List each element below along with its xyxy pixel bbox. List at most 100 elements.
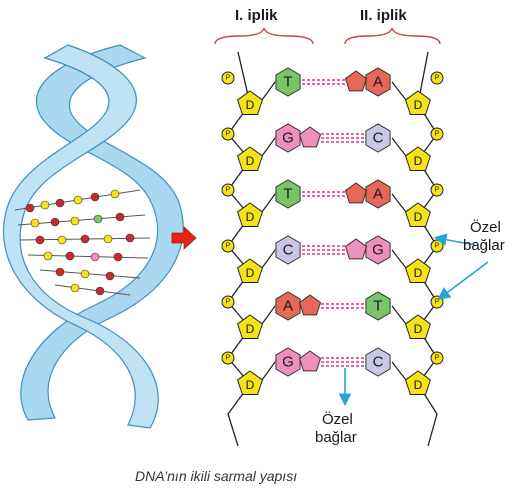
base-right-5-label: C bbox=[373, 354, 384, 371]
sugar-left-4 bbox=[237, 314, 263, 339]
phosphate-left-4 bbox=[221, 295, 235, 309]
base-left-3-ring bbox=[275, 235, 301, 265]
link-right-2 bbox=[391, 193, 407, 213]
double-helix-illustration bbox=[3, 44, 184, 429]
annotation-bottom-line2: bağlar bbox=[315, 429, 357, 446]
base-left-1-label: G bbox=[282, 130, 294, 147]
base-left-4-ring5 bbox=[298, 294, 322, 316]
base-left-0-label: T bbox=[283, 74, 292, 91]
phosphate-right-label-1: P bbox=[435, 131, 440, 138]
phosphate-left-3 bbox=[221, 239, 235, 253]
phosphate-right-0 bbox=[430, 71, 444, 85]
link-right-1 bbox=[391, 137, 407, 157]
sugar-right-label-4: D bbox=[414, 322, 423, 336]
brace-left bbox=[214, 27, 314, 45]
sugar-right-4 bbox=[405, 314, 431, 339]
base-right-0-ring5 bbox=[344, 70, 368, 92]
phosphate-left-2 bbox=[221, 183, 235, 197]
base-right-3-ring6 bbox=[365, 235, 391, 265]
base-left-2-ring bbox=[275, 179, 301, 209]
sugar-right-5 bbox=[405, 370, 431, 395]
red-pointer-arrow bbox=[171, 226, 197, 250]
brace-right bbox=[344, 27, 441, 45]
annotation-bonds-bottom: Özel bağlar bbox=[315, 368, 357, 446]
base-left-5-ring5 bbox=[298, 350, 322, 372]
base-right-3-ring5 bbox=[344, 238, 368, 260]
phosphate-right-5 bbox=[430, 351, 444, 365]
link-right-5 bbox=[391, 361, 407, 381]
annotation-bottom-line1: Özel bbox=[322, 410, 353, 428]
phosphate-left-0 bbox=[221, 71, 235, 85]
link-right-4 bbox=[391, 305, 407, 325]
link-right-0 bbox=[391, 81, 407, 101]
phosphate-left-label-1: P bbox=[226, 131, 231, 138]
sugar-right-1 bbox=[405, 146, 431, 171]
base-right-0-label: A bbox=[373, 74, 383, 91]
sugar-right-label-1: D bbox=[414, 154, 423, 168]
phosphate-right-1 bbox=[430, 127, 444, 141]
sugar-left-label-1: D bbox=[246, 154, 255, 168]
phosphate-right-label-5: P bbox=[435, 355, 440, 362]
sugar-right-3 bbox=[405, 258, 431, 283]
helix-ribbon-front bbox=[3, 44, 159, 429]
base-left-3-label: C bbox=[283, 242, 294, 259]
phosphate-right-label-3: P bbox=[435, 243, 440, 250]
base-right-2-ring5 bbox=[344, 182, 368, 204]
phosphate-right-2 bbox=[430, 183, 444, 197]
backbone-right-tail bbox=[427, 413, 438, 447]
base-left-0-ring bbox=[275, 67, 301, 97]
phosphate-left-5 bbox=[221, 351, 235, 365]
link-left-4 bbox=[261, 305, 276, 325]
base-right-2-label: A bbox=[373, 186, 383, 203]
sugar-left-1 bbox=[237, 146, 263, 171]
base-right-1-label: C bbox=[373, 130, 384, 147]
sugar-left-label-5: D bbox=[246, 378, 255, 392]
base-left-4-label: A bbox=[283, 298, 293, 315]
figure-caption: DNA’nın ikili sarmal yapısı bbox=[135, 468, 297, 484]
phosphate-left-label-4: P bbox=[226, 299, 231, 306]
base-left-1-ring6 bbox=[275, 123, 301, 153]
helix-ribbon-back bbox=[20, 44, 184, 421]
phosphate-right-label-2: P bbox=[435, 187, 440, 194]
base-right-4-label: T bbox=[373, 298, 382, 315]
sugar-left-label-2: D bbox=[246, 210, 255, 224]
helix-beads bbox=[25, 189, 135, 296]
strand-label-left: I. iplik bbox=[235, 7, 278, 24]
sugar-right-0 bbox=[405, 90, 431, 115]
annotation-bonds-right: Özel bağlar bbox=[433, 218, 505, 300]
base-right-5-ring bbox=[365, 347, 391, 377]
sugar-left-label-0: D bbox=[246, 98, 255, 112]
link-left-0 bbox=[261, 81, 276, 101]
helix-rungs bbox=[14, 189, 151, 296]
base-right-3-label: G bbox=[372, 242, 384, 259]
phosphate-left-label-5: P bbox=[226, 355, 231, 362]
sugar-right-2 bbox=[405, 202, 431, 227]
sugar-right-label-3: D bbox=[414, 266, 423, 280]
link-left-2 bbox=[261, 193, 276, 213]
base-left-2-label: T bbox=[283, 186, 292, 203]
annotation-right-line1: Özel bbox=[470, 218, 501, 236]
link-left-1 bbox=[261, 137, 276, 157]
base-right-4-ring bbox=[365, 291, 391, 321]
base-right-0-ring6 bbox=[365, 67, 391, 97]
base-left-4-ring6 bbox=[275, 291, 301, 321]
sugar-left-5 bbox=[237, 370, 263, 395]
sugar-left-2 bbox=[237, 202, 263, 227]
annotation-right-line2: bağlar bbox=[463, 237, 505, 254]
sugar-left-label-3: D bbox=[246, 266, 255, 280]
base-right-1-ring bbox=[365, 123, 391, 153]
phosphate-left-label-0: P bbox=[226, 75, 231, 82]
phosphate-right-label-4: P bbox=[435, 299, 440, 306]
phosphate-left-1 bbox=[221, 127, 235, 141]
link-left-3 bbox=[261, 249, 276, 269]
base-left-5-ring6 bbox=[275, 347, 301, 377]
sugar-left-0 bbox=[237, 90, 263, 115]
base-right-2-ring6 bbox=[365, 179, 391, 209]
backbone-left-tail bbox=[227, 413, 239, 447]
base-left-1-ring5 bbox=[298, 126, 322, 148]
link-left-5 bbox=[261, 361, 276, 381]
phosphate-left-label-2: P bbox=[226, 187, 231, 194]
phosphate-left-label-3: P bbox=[226, 243, 231, 250]
